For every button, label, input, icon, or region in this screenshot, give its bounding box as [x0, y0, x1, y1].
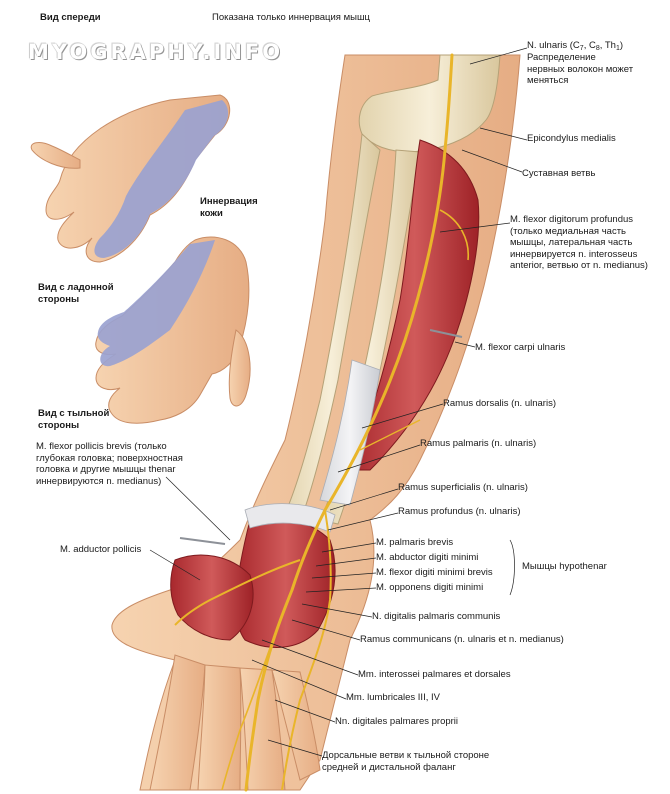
label-dorsal-branches: Дорсальные ветви к тыльной стороне средн…: [322, 750, 490, 773]
dorsal-view-label: Вид с тыльной стороны: [38, 408, 110, 431]
label-abductor-dm: M. abductor digiti minimi: [376, 552, 479, 563]
palmar-view-label: Вид с ладонной стороны: [38, 282, 114, 305]
label-ramus-palmaris: Ramus palmaris (n. ulnaris): [420, 438, 537, 449]
label-digitales-proprii: Nn. digitales palmares proprii: [335, 716, 459, 727]
palmar-hand-inset: [30, 94, 230, 263]
watermark: MYOGRAPHY.INFO: [28, 40, 284, 64]
label-flexor-dmb: M. flexor digiti minimi brevis: [376, 567, 493, 578]
skin-innervation-label: Иннервация кожи: [200, 196, 258, 219]
label-fdp: M. flexor digitorum profundus (только ме…: [510, 214, 648, 271]
view-title: Вид спереди: [40, 12, 101, 23]
dorsal-hand-inset: [95, 236, 251, 424]
label-ramus-dorsalis: Ramus dorsalis (n. ulnaris): [443, 398, 556, 409]
label-n-ulnaris: N. ulnaris (C7, C8, Th1): [527, 40, 624, 52]
leader-lines: [149, 47, 528, 757]
label-fcu: M. flexor carpi ulnaris: [475, 342, 566, 353]
label-opponens-dm: M. opponens digiti minimi: [376, 582, 484, 593]
label-epicondylus: Epicondylus medialis: [527, 133, 616, 144]
label-lumbricales: Mm. lumbricales III, IV: [346, 692, 440, 703]
label-ramus-communicans: Ramus communicans (n. ulnaris et n. medi…: [360, 634, 564, 645]
label-articular-branch: Суставная ветвь: [522, 168, 596, 179]
label-fpb: M. flexor pollicis brevis (только глубок…: [36, 441, 183, 487]
label-adductor-pollicis: M. adductor pollicis: [60, 544, 142, 555]
label-ramus-superficialis: Ramus superficialis (n. ulnaris): [398, 482, 528, 493]
label-interossei: Mm. interossei palmares et dorsales: [358, 669, 511, 680]
label-ramus-profundus: Ramus profundus (n. ulnaris): [398, 506, 521, 517]
figure-subtitle: Показана только иннервация мышц: [212, 12, 371, 23]
label-digitalis-communis: N. digitalis palmaris communis: [372, 611, 501, 622]
label-palmaris-brevis: M. palmaris brevis: [376, 537, 454, 548]
label-hypothenar: Мышцы hypothenar: [522, 561, 607, 572]
main-arm: [111, 53, 521, 792]
label-n-ulnaris-note: Распределение нервных волокон может меня…: [527, 52, 634, 86]
